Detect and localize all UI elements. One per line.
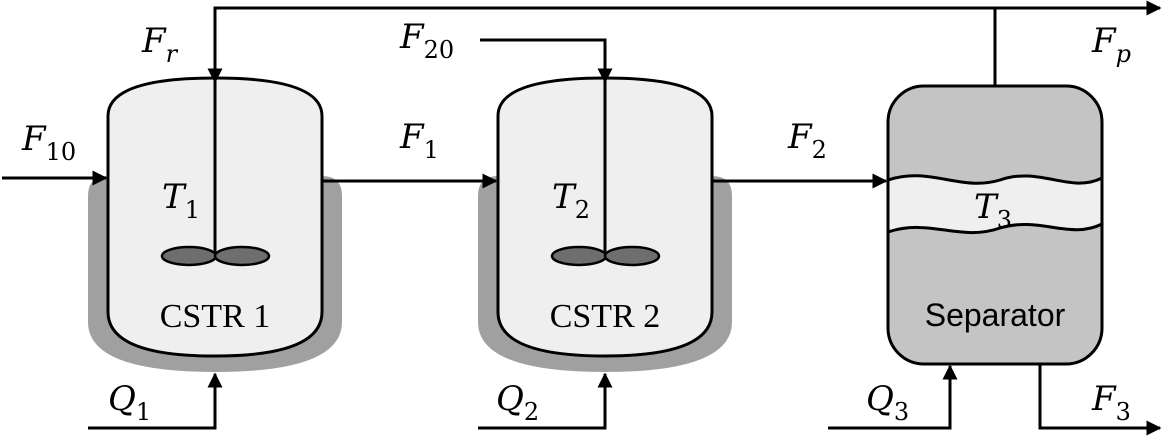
stream-F20-line <box>480 38 613 84</box>
label-Fr: Fr <box>141 21 179 68</box>
cstr1-label: CSTR 1 <box>160 298 271 335</box>
label-F1: F1 <box>399 117 439 164</box>
label-F10: F10 <box>21 119 76 166</box>
cstr2-impeller <box>550 245 661 267</box>
label-F2: F2 <box>787 117 827 164</box>
separator-label: Separator <box>925 297 1066 333</box>
stream-F3-line <box>1038 364 1162 436</box>
label-Q3: Q3 <box>866 379 909 426</box>
label-T1: T1 <box>162 177 200 224</box>
label-Fp: Fp <box>1091 21 1131 68</box>
cstr1-impeller <box>160 245 271 267</box>
label-T3: T3 <box>974 187 1012 234</box>
separator-interface-band <box>886 174 1104 235</box>
heat-Q3-line <box>828 364 958 430</box>
label-F20: F20 <box>399 17 454 64</box>
label-F3: F3 <box>1091 379 1131 426</box>
heat-Q1-line <box>88 372 223 430</box>
label-Q1: Q1 <box>108 379 151 426</box>
label-Q2: Q2 <box>496 379 539 426</box>
recycle-line <box>207 6 997 86</box>
cstr2-label: CSTR 2 <box>550 298 661 335</box>
label-T2: T2 <box>552 177 590 224</box>
heat-Q2-line <box>478 372 613 430</box>
